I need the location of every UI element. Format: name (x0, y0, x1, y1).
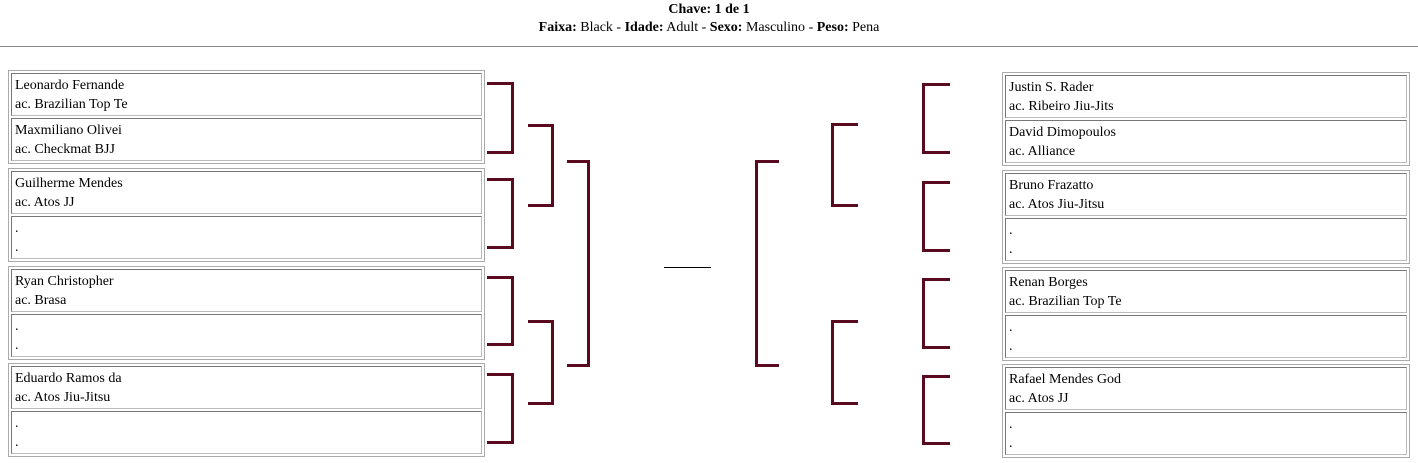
fighter-academy: ac. Brasa (15, 293, 67, 308)
fighter-slot[interactable]: Maxmiliano Olivei ac. Checkmat BJJ (11, 118, 482, 161)
chave-value: 1 de 1 (714, 2, 750, 17)
fighter-name: Ryan Christopher (15, 274, 114, 289)
match-group: Guilherme Mendes ac. Atos JJ.. (8, 168, 485, 262)
fighter-academy: . (15, 338, 19, 353)
peso-value: Pena (852, 20, 880, 35)
match-group: Rafael Mendes God ac. Atos JJ.. (1002, 364, 1410, 458)
bracket-connector-r1 (922, 278, 950, 349)
separator: - (805, 20, 817, 35)
header-divider (0, 46, 1418, 47)
fighter-name: Maxmiliano Olivei (15, 123, 122, 138)
bracket-connector-semifinal (567, 160, 590, 367)
bracket-connector-r2 (528, 124, 554, 207)
bracket-connector-r2 (528, 320, 554, 405)
fighter-name: . (1009, 223, 1013, 238)
peso-label: Peso: (816, 20, 849, 35)
bracket-connector-r1 (487, 178, 514, 249)
fighter-slot[interactable]: .. (11, 411, 482, 454)
idade-value: Adult (666, 20, 699, 35)
bracket-connector-r1 (922, 375, 950, 445)
fighter-slot[interactable]: Justin S. Rader ac. Ribeiro Jiu-Jits (1005, 75, 1407, 118)
bracket-title: Chave: 1 de 1 (0, 1, 1418, 19)
fighter-name: Eduardo Ramos da (15, 371, 122, 386)
sexo-label: Sexo: (709, 20, 743, 35)
separator: - (612, 20, 625, 35)
fighter-name: . (1009, 320, 1013, 335)
fighter-academy: ac. Atos Jiu-Jitsu (15, 390, 111, 405)
fighter-slot[interactable]: .. (11, 216, 482, 259)
bracket-connector-r1 (922, 83, 950, 154)
fighter-name: . (15, 319, 19, 334)
fighter-slot[interactable]: .. (11, 314, 482, 357)
sexo-value: Masculino (745, 20, 806, 35)
fighter-slot[interactable]: .. (1005, 218, 1407, 261)
bracket-connector-r1 (487, 82, 514, 154)
fighter-name: Guilherme Mendes (15, 176, 123, 191)
fighter-slot[interactable]: Rafael Mendes God ac. Atos JJ (1005, 367, 1407, 410)
fighter-name: Bruno Frazatto (1009, 178, 1094, 193)
fighter-name: Leonardo Fernande (15, 78, 125, 93)
fighter-academy: . (1009, 436, 1013, 451)
fighter-academy: ac. Ribeiro Jiu-Jits (1009, 99, 1114, 114)
faixa-label: Faixa: (538, 20, 577, 35)
separator: - (698, 20, 710, 35)
fighter-slot[interactable]: Guilherme Mendes ac. Atos JJ (11, 171, 482, 214)
idade-label: Idade: (624, 20, 664, 35)
fighter-academy: . (15, 435, 19, 450)
match-group: Leonardo Fernande ac. Brazilian Top Te Max… (8, 70, 485, 164)
fighter-name: Justin S. Rader (1009, 80, 1094, 95)
fighter-academy: . (15, 240, 19, 255)
fighter-academy: . (1009, 339, 1013, 354)
fighter-slot[interactable]: Eduardo Ramos da ac. Atos Jiu-Jitsu (11, 366, 482, 409)
bracket-connector-r1 (922, 181, 950, 252)
match-group: Eduardo Ramos da ac. Atos Jiu-Jitsu.. (8, 363, 485, 457)
fighter-slot[interactable]: Leonardo Fernande ac. Brazilian Top Te (11, 73, 482, 116)
bracket-connector-r2 (831, 320, 858, 405)
fighter-academy: ac. Atos JJ (15, 195, 75, 210)
fighter-name: . (15, 221, 19, 236)
bracket-connector-semifinal (755, 160, 779, 367)
fighter-name: . (1009, 417, 1013, 432)
match-group: Bruno Frazatto ac. Atos Jiu-Jitsu.. (1002, 170, 1410, 264)
fighter-name: Rafael Mendes God (1009, 372, 1121, 387)
faixa-value: Black (580, 20, 613, 35)
fighter-academy: . (1009, 242, 1013, 257)
fighter-academy: ac. Checkmat BJJ (15, 142, 115, 157)
bracket-connector-r2 (831, 123, 858, 207)
fighter-academy: ac. Alliance (1009, 144, 1076, 159)
fighter-academy: ac. Atos Jiu-Jitsu (1009, 197, 1105, 212)
fighter-slot[interactable]: Renan Borges ac. Brazilian Top Te (1005, 270, 1407, 313)
match-group: Renan Borges ac. Brazilian Top Te.. (1002, 267, 1410, 361)
fighter-academy: ac. Atos JJ (1009, 391, 1069, 406)
fighter-name: Renan Borges (1009, 275, 1088, 290)
bracket-connector-r1 (487, 276, 514, 346)
chave-label: Chave: (668, 2, 712, 17)
fighter-name: . (15, 416, 19, 431)
fighter-slot[interactable]: Bruno Frazatto ac. Atos Jiu-Jitsu (1005, 173, 1407, 216)
fighter-slot[interactable]: .. (1005, 412, 1407, 455)
category-info: Faixa: Black - Idade: Adult - Sexo: Masc… (0, 19, 1418, 37)
fighter-academy: ac. Brazilian Top Te (1009, 294, 1122, 309)
final-line (664, 267, 711, 268)
fighter-slot[interactable]: .. (1005, 315, 1407, 358)
fighter-slot[interactable]: Ryan Christopher ac. Brasa (11, 269, 482, 312)
bracket-connector-r1 (487, 373, 514, 444)
fighter-academy: ac. Brazilian Top Te (15, 97, 128, 112)
match-group: Ryan Christopher ac. Brasa.. (8, 266, 485, 360)
fighter-slot[interactable]: David Dimopoulos ac. Alliance (1005, 120, 1407, 163)
fighter-name: David Dimopoulos (1009, 125, 1116, 140)
